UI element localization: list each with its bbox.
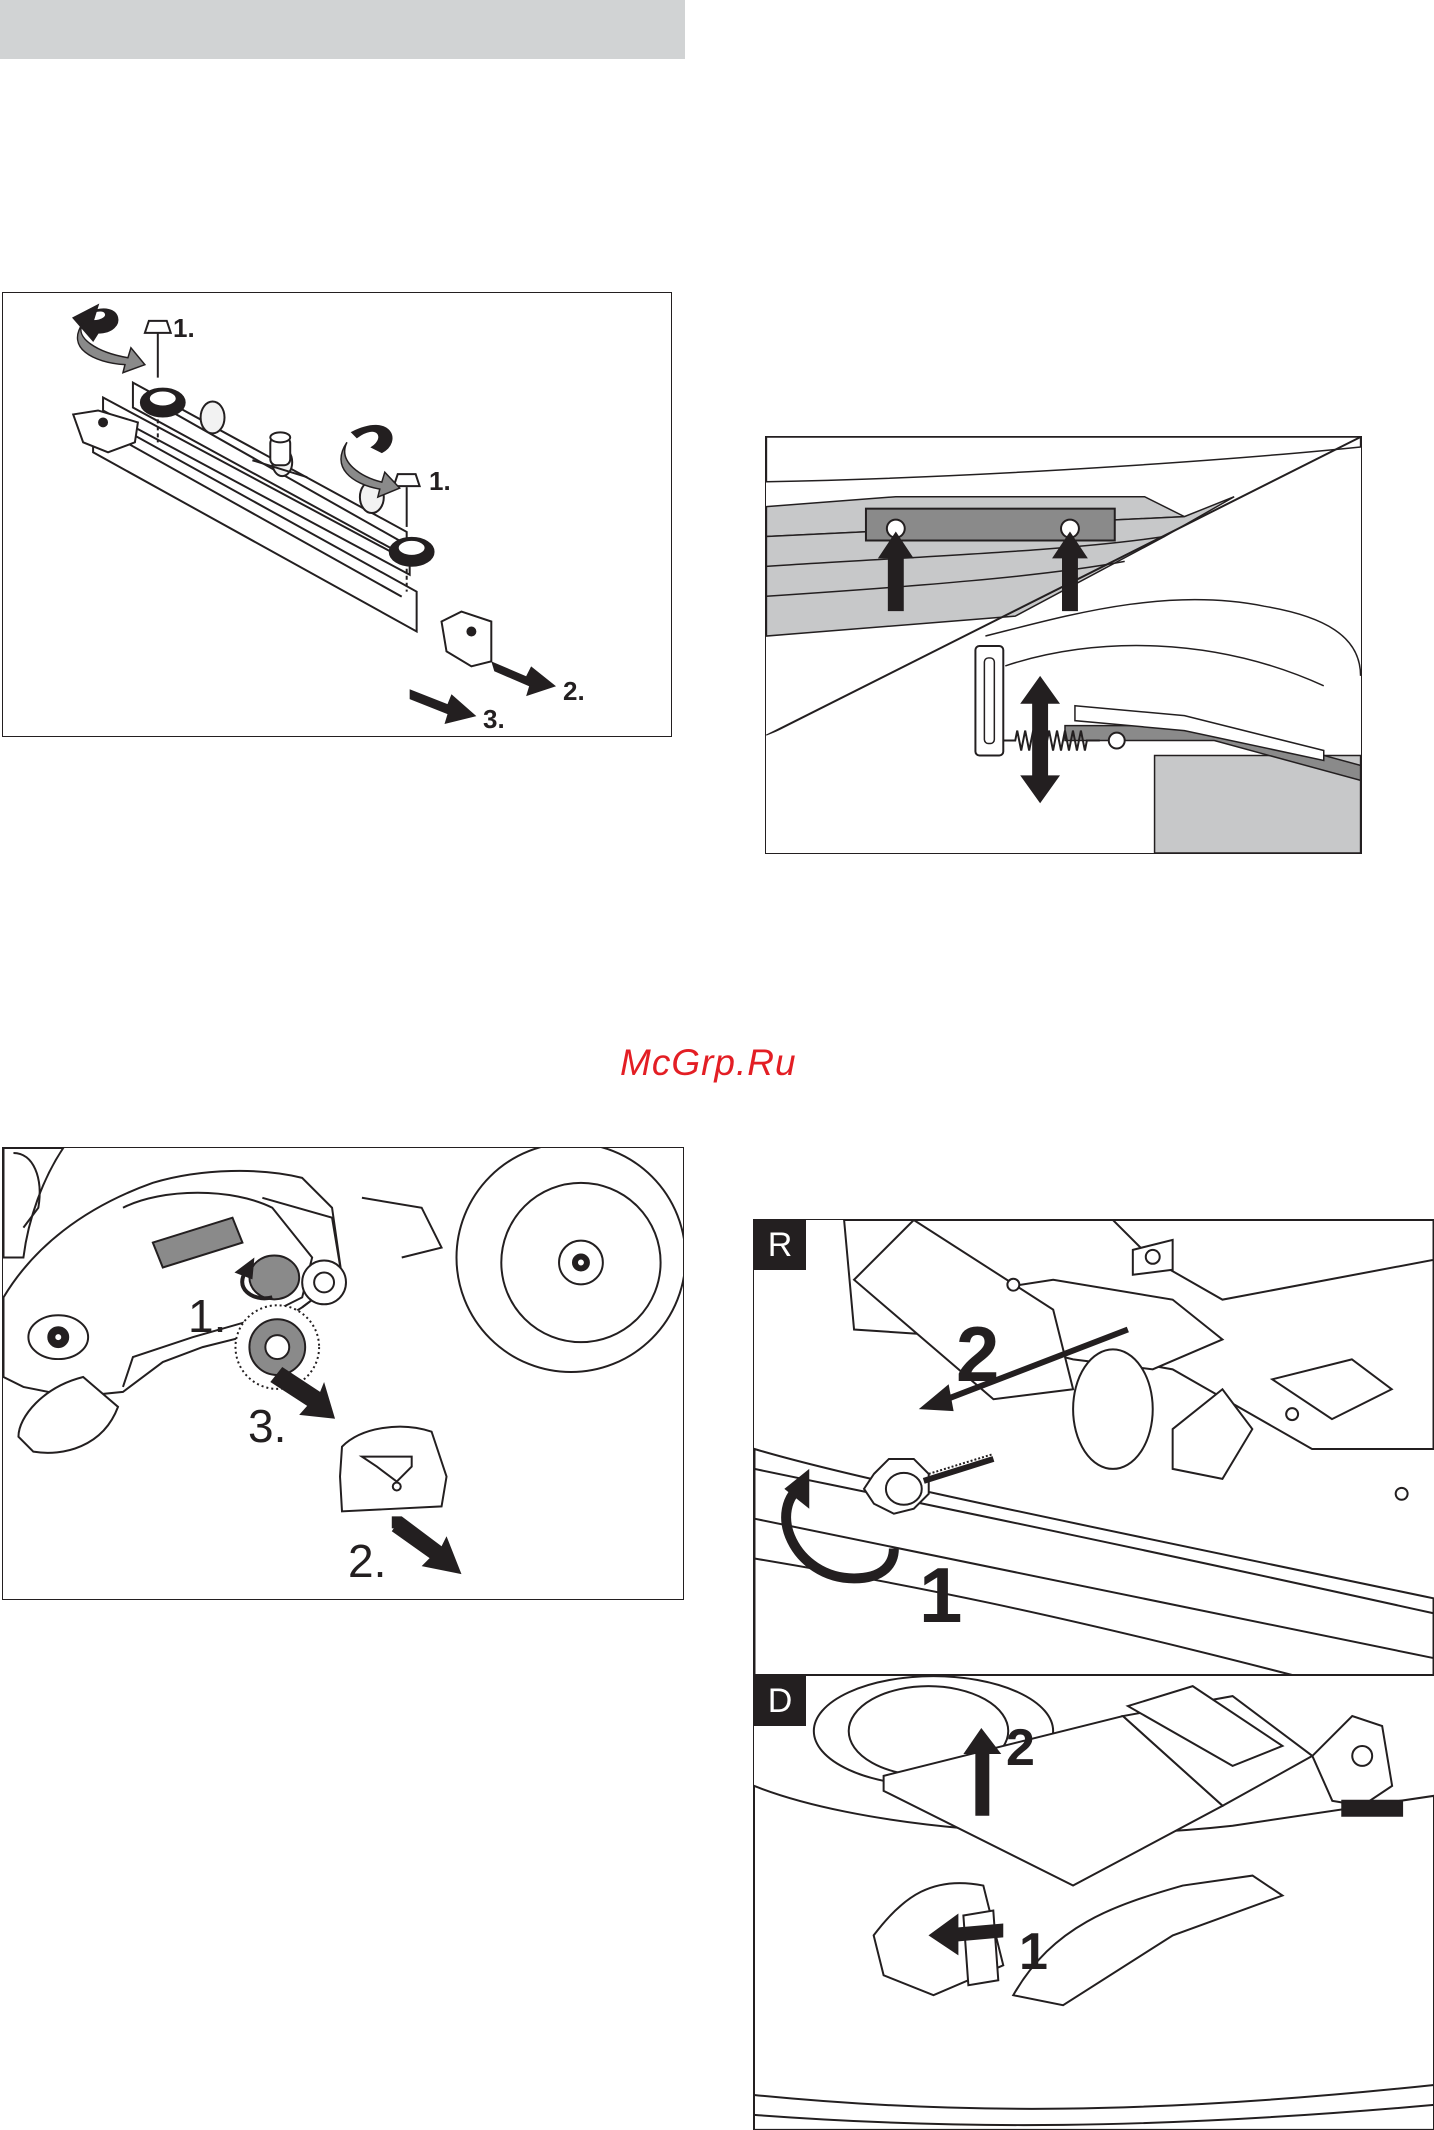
step-1a-label: 1. bbox=[173, 315, 195, 341]
figure-r-panel: R 2 1 bbox=[753, 1219, 1434, 1676]
r-panel-illustration bbox=[754, 1220, 1434, 1675]
panel-r-badge: R bbox=[754, 1220, 806, 1270]
panel-d-badge: D bbox=[754, 1676, 806, 1726]
figure-spring-tension bbox=[765, 436, 1362, 854]
step-1-label: 1. bbox=[188, 1293, 226, 1339]
spring-illustration bbox=[766, 437, 1361, 853]
figure-d-panel: D 2 1 bbox=[753, 1675, 1434, 2130]
panel-r-step-1-label: 1 bbox=[919, 1556, 962, 1634]
squeegee-illustration bbox=[3, 293, 671, 736]
side-brush-illustration bbox=[3, 1148, 683, 1599]
watermark-text: McGrp.Ru bbox=[620, 1042, 797, 1084]
step-1b-label: 1. bbox=[429, 468, 451, 494]
figure-side-brush-removal: 1. 3. 2. bbox=[2, 1147, 684, 1600]
panel-r-step-2-label: 2 bbox=[956, 1315, 999, 1393]
step-3-label: 3. bbox=[483, 706, 505, 732]
step-2-label: 2. bbox=[348, 1538, 386, 1584]
figure-squeegee-removal: 1. 1. 2. 3. bbox=[2, 292, 672, 737]
d-panel-illustration bbox=[754, 1676, 1434, 2130]
step-3-label: 3. bbox=[248, 1403, 286, 1449]
step-2-label: 2. bbox=[563, 678, 585, 704]
panel-d-step-2-label: 2 bbox=[1006, 1722, 1035, 1774]
panel-d-step-1-label: 1 bbox=[1019, 1926, 1048, 1978]
section-header-bar bbox=[0, 0, 685, 59]
